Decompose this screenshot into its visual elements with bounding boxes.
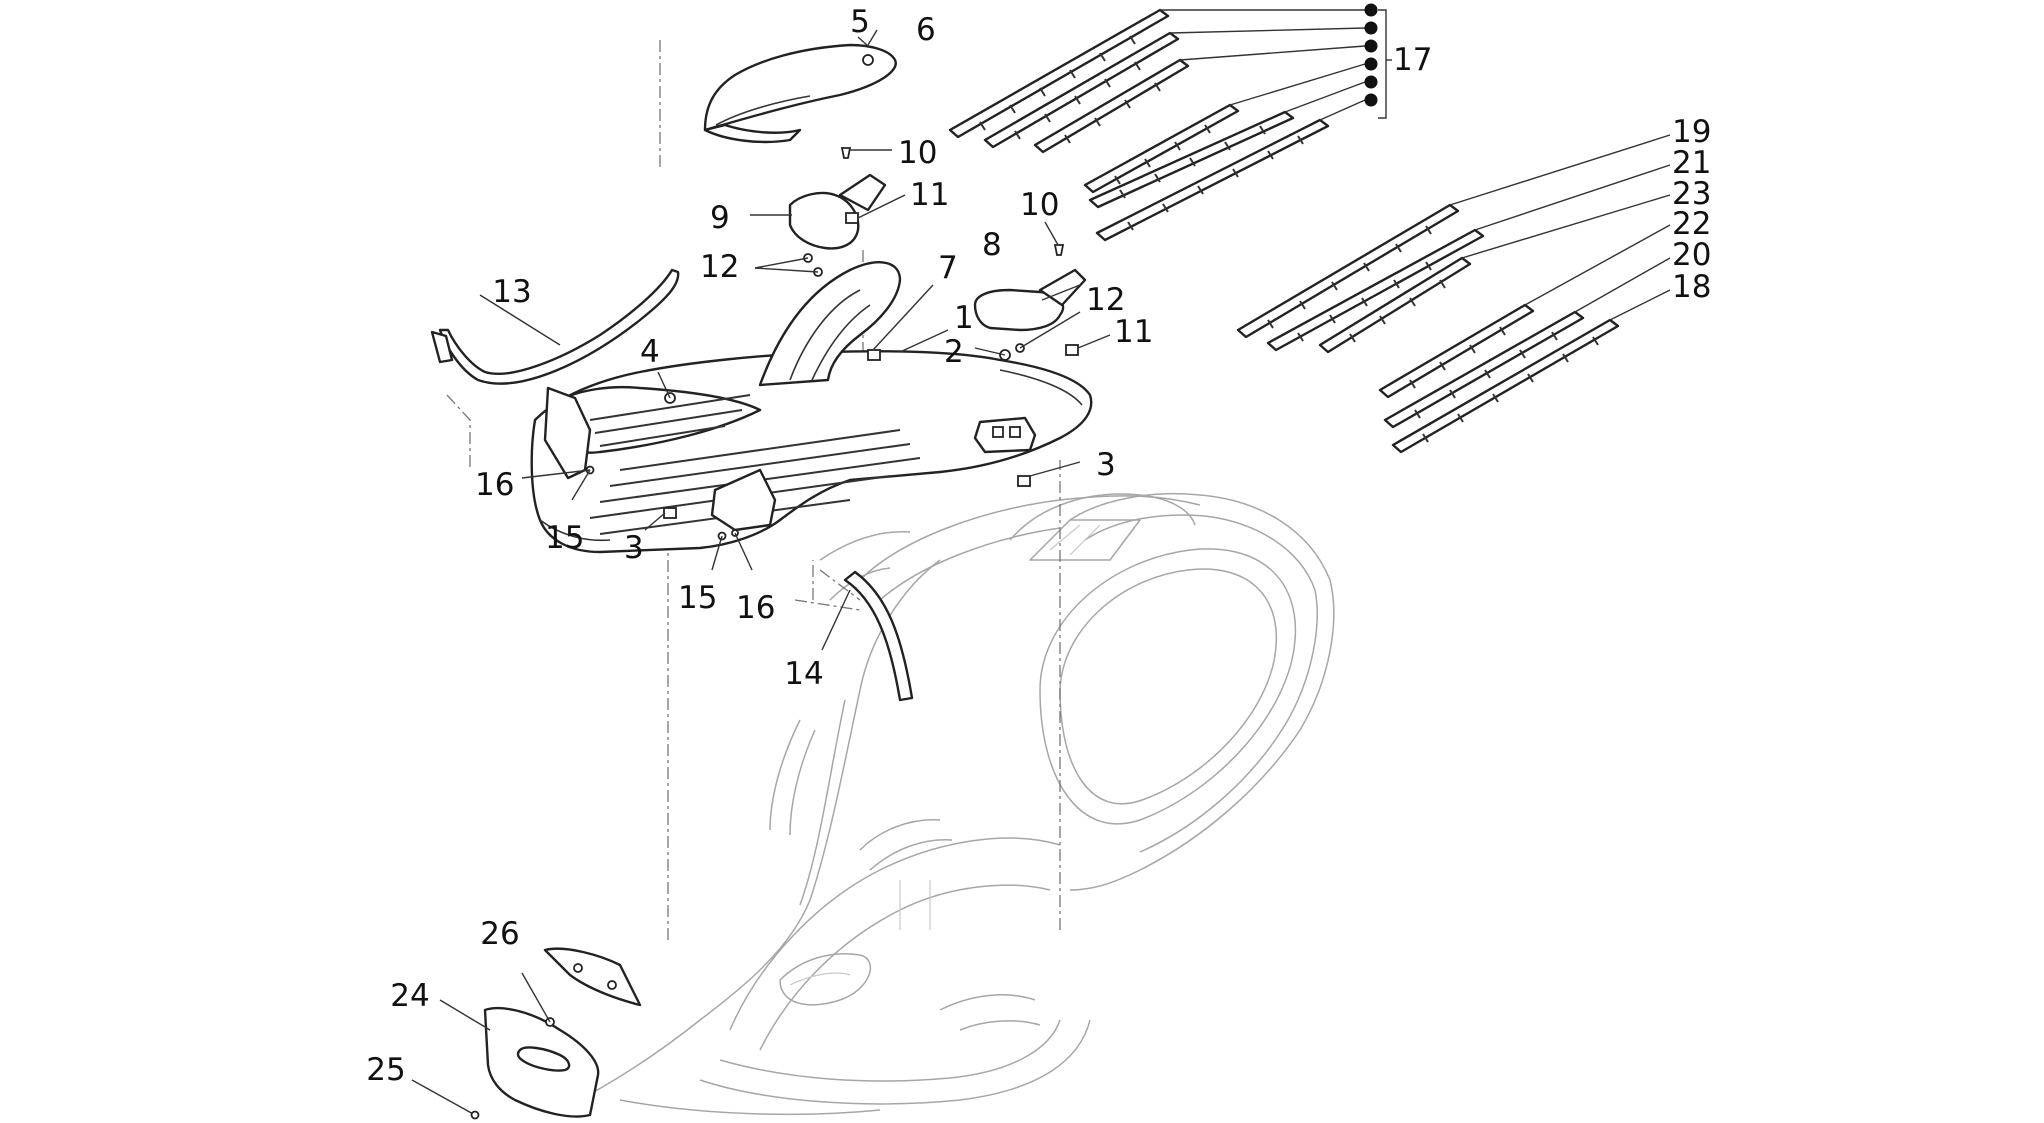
label-12b: 12 <box>1086 282 1125 318</box>
bullet-markers-17 <box>1364 3 1378 107</box>
label-16b: 16 <box>736 590 775 626</box>
label-20: 20 <box>1672 237 1711 273</box>
rubber-strip-23 <box>1318 256 1472 354</box>
label-6: 6 <box>916 12 936 48</box>
top-cover <box>703 43 897 144</box>
rubber-strip-17-3 <box>1033 58 1190 154</box>
label-15b: 15 <box>678 580 717 616</box>
label-18: 18 <box>1672 269 1711 305</box>
label-11b: 11 <box>1114 314 1153 350</box>
label-4: 4 <box>640 334 660 370</box>
label-7: 7 <box>938 250 958 286</box>
label-15a: 15 <box>545 520 584 556</box>
label-11a: 11 <box>910 177 949 213</box>
label-26: 26 <box>480 916 519 952</box>
rubber-strip-17-2 <box>983 31 1180 149</box>
label-10b: 10 <box>1020 187 1059 223</box>
front-lower-bracket <box>543 947 642 1007</box>
label-24: 24 <box>390 978 429 1014</box>
scooter-body-outline <box>559 492 1335 1116</box>
rubber-strip-22 <box>1378 303 1535 399</box>
label-9: 9 <box>710 200 730 236</box>
label-14: 14 <box>784 656 823 692</box>
rubber-strip-17-1 <box>948 8 1170 139</box>
bullet-marker <box>1364 75 1378 89</box>
label-21: 21 <box>1672 145 1711 181</box>
assembly-guide-lines <box>446 40 1061 940</box>
label-5: 5 <box>850 4 870 40</box>
label-19: 19 <box>1672 114 1711 150</box>
rubber-strip-17-5 <box>1088 110 1295 209</box>
rubber-strip-21 <box>1266 228 1485 352</box>
front-lower-cover <box>483 1007 600 1118</box>
bullet-marker <box>1364 21 1378 35</box>
label-3b: 3 <box>624 530 644 566</box>
bullet-marker <box>1364 57 1378 71</box>
label-10a: 10 <box>898 135 937 171</box>
label-12a: 12 <box>700 249 739 285</box>
label-22: 22 <box>1672 206 1711 242</box>
label-25: 25 <box>366 1052 405 1088</box>
left-bracket-cover <box>788 173 887 250</box>
bullet-marker <box>1364 3 1378 17</box>
label-3a: 3 <box>1096 447 1116 483</box>
right-bracket-cover <box>973 268 1087 332</box>
rubber-strips-18-23 <box>1236 203 1620 454</box>
leader-lines <box>411 9 1671 1120</box>
right-edge-strip <box>843 570 914 702</box>
label-8: 8 <box>982 227 1002 263</box>
label-16a: 16 <box>475 467 514 503</box>
label-1: 1 <box>954 300 974 336</box>
rubber-strips-group-17 <box>948 8 1330 242</box>
label-17: 17 <box>1393 42 1432 78</box>
rubber-strip-19 <box>1236 203 1460 339</box>
label-23: 23 <box>1672 176 1711 212</box>
rubber-strip-17-4 <box>1083 103 1240 194</box>
rubber-strip-17-6 <box>1095 118 1330 242</box>
label-13: 13 <box>492 274 531 310</box>
left-edge-strip <box>430 268 680 385</box>
bullet-marker <box>1364 39 1378 53</box>
part-labels: 5 6 10 11 9 12 13 7 1 4 10 8 12 2 11 3 1… <box>366 4 1711 1088</box>
bullet-marker <box>1364 93 1378 107</box>
label-2: 2 <box>944 334 964 370</box>
rubber-strip-20 <box>1383 310 1585 429</box>
rubber-strip-18 <box>1391 318 1620 454</box>
